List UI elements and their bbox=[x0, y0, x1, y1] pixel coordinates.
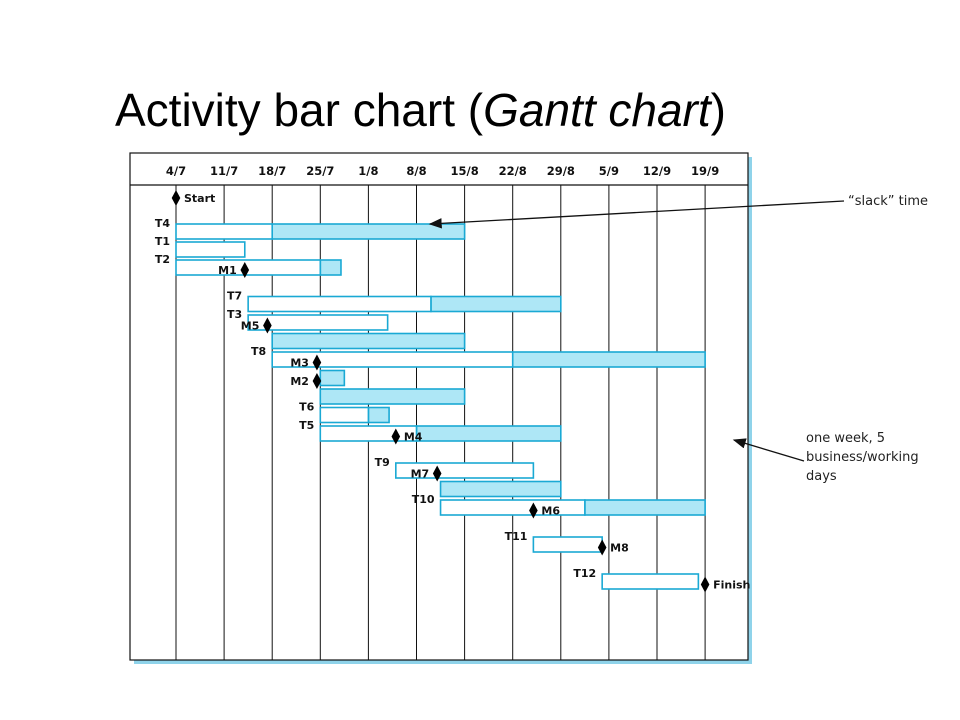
slack-bar bbox=[271, 223, 466, 240]
slack-bar bbox=[271, 332, 466, 350]
tick-label: 5/9 bbox=[599, 164, 619, 178]
task-bar bbox=[175, 223, 273, 240]
task-label: T4 bbox=[155, 217, 171, 230]
task-bar bbox=[601, 573, 700, 590]
milestone-diamond bbox=[263, 317, 272, 334]
milestone-label: Start bbox=[184, 192, 215, 205]
milestone-label: M2 bbox=[290, 375, 309, 388]
milestone-label: Finish bbox=[713, 579, 750, 592]
task-bar bbox=[439, 499, 586, 516]
task-label: T7 bbox=[227, 290, 242, 303]
tick-label: 8/8 bbox=[406, 164, 426, 178]
tick-label: 1/8 bbox=[358, 164, 378, 178]
task-label: T3 bbox=[227, 308, 242, 321]
task-bar bbox=[247, 314, 389, 331]
tick-label: 22/8 bbox=[499, 164, 527, 178]
milestone-label: M1 bbox=[218, 264, 237, 277]
task-label: T10 bbox=[412, 493, 435, 506]
week-arrow bbox=[732, 438, 805, 462]
milestone-label: M5 bbox=[241, 320, 260, 333]
milestone-diamond bbox=[171, 190, 181, 206]
slack-time-annotation: “slack” time bbox=[848, 194, 928, 209]
slack-bar bbox=[367, 406, 390, 424]
slack-bar bbox=[319, 388, 466, 405]
task-bar bbox=[247, 295, 432, 313]
task-bar bbox=[395, 462, 535, 479]
task-bar bbox=[319, 406, 370, 424]
title-close: ) bbox=[710, 84, 726, 136]
tick-label: 4/7 bbox=[166, 164, 186, 178]
milestone-diamond bbox=[597, 539, 607, 556]
task-label: T1 bbox=[155, 235, 170, 248]
title-emphasis: Gantt chart bbox=[483, 84, 711, 136]
task-label: T12 bbox=[573, 567, 596, 580]
milestone-diamond bbox=[432, 465, 442, 482]
task-bar bbox=[532, 536, 603, 553]
tick-label: 12/9 bbox=[643, 164, 671, 178]
slack-bar bbox=[415, 425, 562, 442]
task-bar bbox=[271, 351, 514, 368]
milestone-label: M6 bbox=[541, 505, 560, 518]
slack-bar bbox=[430, 295, 562, 313]
slack-bar bbox=[319, 369, 346, 387]
tick-label: 19/9 bbox=[691, 164, 719, 178]
tick-label: 29/8 bbox=[547, 164, 575, 178]
milestone-diamond bbox=[700, 576, 710, 593]
milestone-label: M3 bbox=[290, 357, 309, 370]
slack-arrow bbox=[428, 200, 845, 229]
slack-bar bbox=[319, 259, 342, 276]
task-label: T2 bbox=[155, 253, 170, 266]
milestone-label: M7 bbox=[411, 468, 430, 481]
task-label: T9 bbox=[375, 456, 390, 469]
milestone-diamond bbox=[240, 262, 250, 278]
tick-label: 25/7 bbox=[306, 164, 334, 178]
task-bar bbox=[319, 425, 418, 442]
tick-label: 15/8 bbox=[450, 164, 478, 178]
slack-bar bbox=[584, 499, 706, 516]
week-annotation: one week, 5 business/working days bbox=[806, 431, 919, 484]
tick-label: 11/7 bbox=[210, 164, 238, 178]
tick-label: 18/7 bbox=[258, 164, 286, 178]
task-label: T5 bbox=[299, 419, 314, 432]
milestone-diamond bbox=[529, 502, 538, 519]
milestone-diamond bbox=[312, 354, 322, 371]
slide-title: Activity bar chart (Gantt chart) bbox=[115, 80, 726, 140]
task-bar bbox=[175, 259, 322, 276]
slack-bar bbox=[439, 480, 562, 498]
task-label: T11 bbox=[505, 530, 528, 543]
milestone-label: M8 bbox=[610, 542, 629, 555]
task-label: T6 bbox=[299, 401, 315, 414]
milestone-label: M4 bbox=[404, 431, 423, 444]
title-text: Activity bar chart ( bbox=[115, 84, 484, 136]
milestone-diamond bbox=[312, 373, 322, 389]
task-bar bbox=[175, 241, 246, 258]
milestone-diamond bbox=[391, 428, 401, 445]
slack-bar bbox=[511, 351, 706, 368]
task-label: T8 bbox=[251, 345, 266, 358]
